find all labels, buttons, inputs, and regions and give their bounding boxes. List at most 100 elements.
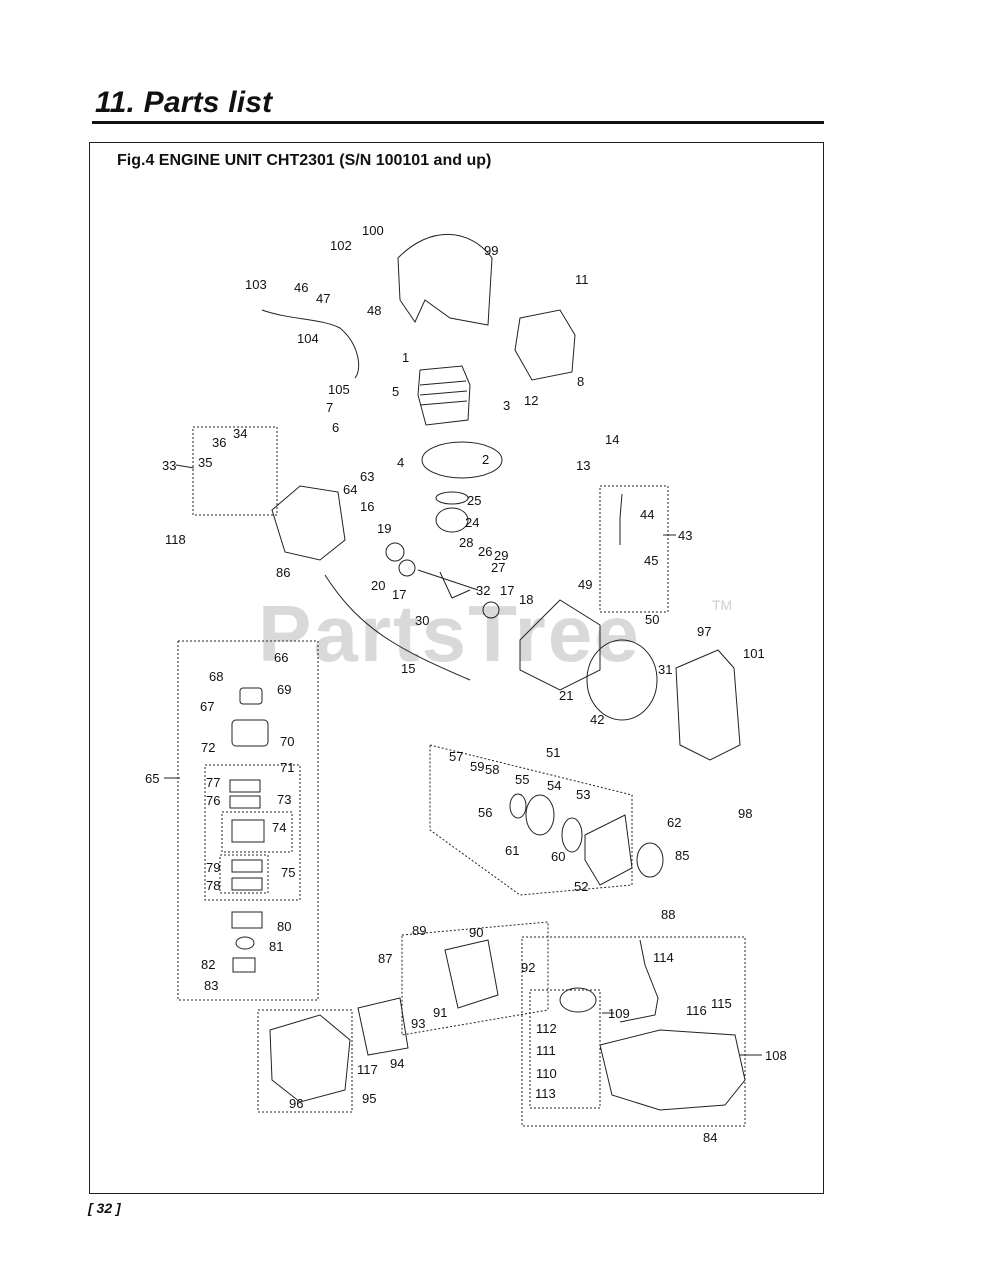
- part-label: 36: [212, 435, 226, 450]
- part-label: 13: [576, 458, 590, 473]
- seal-part: [636, 842, 664, 878]
- part-label: 42: [590, 712, 604, 727]
- part-label: 104: [297, 331, 319, 346]
- part-label: 89: [412, 923, 426, 938]
- part-label: 93: [411, 1016, 425, 1031]
- group-box-75: [219, 854, 269, 894]
- group-box-73: [204, 764, 301, 901]
- part-label: 113: [535, 1086, 556, 1101]
- part-label: 52: [574, 879, 588, 894]
- group-box-108: [521, 936, 746, 1127]
- ignition-wire: [261, 309, 360, 379]
- crankcase-right-part: [519, 599, 601, 691]
- group-box-43: [599, 485, 669, 613]
- part-label: 70: [280, 734, 294, 749]
- part-label: 101: [743, 646, 765, 661]
- part-label: 63: [360, 469, 374, 484]
- part-label: 99: [484, 243, 498, 258]
- air-cleaner-base-part: [444, 939, 499, 1009]
- part-label: 67: [200, 699, 214, 714]
- part-label: 97: [697, 624, 711, 639]
- part-label: 33: [162, 458, 176, 473]
- part-label: 111: [536, 1043, 556, 1058]
- part-label: 51: [546, 745, 560, 760]
- part-label: 45: [644, 553, 658, 568]
- part-label: 82: [201, 957, 215, 972]
- part-label: 95: [362, 1091, 376, 1106]
- fuel-line: [619, 939, 659, 1023]
- muffler-part: [514, 309, 576, 381]
- part-label: 100: [362, 223, 384, 238]
- carb-body-part: [231, 719, 269, 747]
- fuel-tank-part: [599, 1029, 746, 1111]
- part-label: 55: [515, 772, 529, 787]
- part-label: 21: [559, 688, 573, 703]
- part-label: 46: [294, 280, 308, 295]
- part-label: 75: [281, 865, 295, 880]
- fuel-cap-part: [559, 987, 597, 1013]
- piston-part: [435, 507, 469, 533]
- part-label: 65: [145, 771, 159, 786]
- part-label: 118: [165, 532, 186, 547]
- part-label: 77: [206, 775, 220, 790]
- part-label: 76: [206, 793, 220, 808]
- part-label: 87: [378, 951, 392, 966]
- part-label: 54: [547, 778, 561, 793]
- part-label: 94: [390, 1056, 404, 1071]
- part-label: 56: [478, 805, 492, 820]
- piston-ring-part: [435, 491, 469, 505]
- gasket-part: [421, 441, 503, 479]
- carb-gasket-part-77: [229, 779, 261, 793]
- air-filter-part: [357, 997, 409, 1056]
- part-label: 102: [330, 238, 352, 253]
- part-label: 29: [494, 548, 508, 563]
- part-label: 25: [467, 493, 481, 508]
- shroud-part: [397, 233, 493, 326]
- part-label: 115: [711, 996, 732, 1011]
- part-label: 98: [738, 806, 752, 821]
- watermark-tm: TM: [712, 597, 733, 613]
- part-label: 27: [491, 560, 505, 575]
- part-label: 64: [343, 482, 357, 497]
- title-rule: [92, 121, 824, 124]
- carb-gasket-part-76: [229, 795, 261, 809]
- part-label: 86: [276, 565, 290, 580]
- part-label: 114: [653, 950, 674, 965]
- part-label: 8: [577, 374, 584, 389]
- part-label: 85: [675, 848, 689, 863]
- part-label: 53: [576, 787, 590, 802]
- figure-frame: [89, 142, 824, 1194]
- air-cleaner-case-part: [269, 1014, 351, 1103]
- part-label: 58: [485, 762, 499, 777]
- part-label: 103: [245, 277, 267, 292]
- part-label: 43: [678, 528, 692, 543]
- carb-part-80: [231, 911, 263, 929]
- flywheel-part: [586, 639, 658, 721]
- part-label: 1: [402, 350, 409, 365]
- part-label: 69: [277, 682, 291, 697]
- part-label: 7: [326, 400, 333, 415]
- part-label: 49: [578, 577, 592, 592]
- group-box-95: [257, 1009, 353, 1113]
- part-label: 90: [469, 925, 483, 940]
- part-label: 17: [392, 587, 406, 602]
- leader-line: [324, 574, 471, 681]
- part-label: 112: [536, 1021, 557, 1036]
- part-label: 48: [367, 303, 381, 318]
- part-label: 35: [198, 455, 212, 470]
- part-label: 66: [274, 650, 288, 665]
- part-label: 62: [667, 815, 681, 830]
- part-label: 11: [575, 272, 589, 287]
- recoil-pulley-part: [525, 794, 555, 836]
- part-label: 74: [272, 820, 286, 835]
- part-label: 30: [415, 613, 429, 628]
- carb-part-79: [231, 859, 263, 873]
- part-label: 79: [206, 860, 220, 875]
- part-label: 91: [433, 1005, 447, 1020]
- part-label: 68: [209, 669, 223, 684]
- part-label: 28: [459, 535, 473, 550]
- part-label: 5: [392, 384, 399, 399]
- part-label: 16: [360, 499, 374, 514]
- group-box-74: [221, 811, 293, 853]
- part-label: 26: [478, 544, 492, 559]
